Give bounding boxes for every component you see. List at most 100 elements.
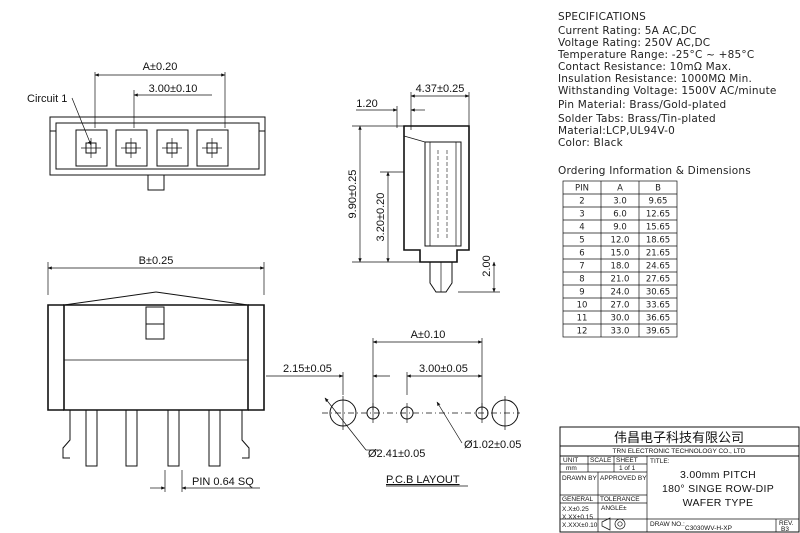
tolerance-label: TOLERANCE [600, 496, 640, 503]
top-view: A±0.20 3.00±0.10 Circuit 1 [27, 61, 266, 191]
unit-label: UNIT [563, 457, 578, 464]
front-view: B±0.25 PIN 0.64 SQ [47, 255, 265, 492]
pcb-dim-pitch-label: 3.00±0.05 [419, 363, 468, 375]
table-cell: 18.65 [646, 236, 670, 246]
pcb-dim-small-hole-label: Ø1.02±0.05 [464, 439, 521, 451]
specifications: SPECIFICATIONS Current Rating: 5A AC,DC … [557, 11, 777, 149]
table-cell: 3.0 [613, 197, 627, 207]
pcb-layout-title: P.C.B LAYOUT [386, 474, 460, 486]
tolerance-1: X.XX±0.15 [562, 514, 593, 521]
table-cell: 12.65 [646, 210, 670, 220]
side-dim-height-label: 9.90±0.25 [347, 170, 359, 219]
table-cell: 18.0 [611, 262, 630, 272]
table-cell: 36.65 [646, 314, 670, 324]
title-line-1: 180° SINGE ROW-DIP [662, 483, 774, 495]
table-cell: 33.0 [611, 327, 630, 337]
pcb-layout: A±0.10 2.15±0.05 3.00±0.05 Ø2.41±0.05 Ø1… [266, 329, 521, 487]
table-cell: 3 [579, 210, 584, 220]
table-cell: 15.0 [611, 249, 630, 259]
table-cell: 12 [577, 327, 588, 337]
circuit-1-label: Circuit 1 [27, 93, 67, 105]
front-pin-label: PIN 0.64 SQ [192, 476, 254, 488]
table-cell: 10 [577, 301, 588, 311]
spec-heading: SPECIFICATIONS [558, 11, 646, 23]
table-cell: 5 [579, 236, 584, 246]
table-cell: 30.0 [611, 314, 630, 324]
sheet-value: 1 of 1 [619, 465, 636, 472]
unit-value: mm [566, 465, 577, 472]
side-dim-offset-label: 1.20 [356, 98, 377, 110]
spec-line-7: Solder Tabs: Brass/Tin-plated [558, 113, 716, 125]
title-block: 伟昌电子科技有限公司 TRN ELECTRONIC TECHNOLOGY CO.… [559, 426, 800, 533]
draw-no-label: DRAW NO.: [650, 521, 685, 528]
front-dim-b-label: B±0.25 [139, 255, 174, 267]
ordering-heading: Ordering Information & Dimensions [558, 165, 751, 177]
pcb-dim-edge-label: 2.15±0.05 [283, 363, 332, 375]
title-label: TITLE: [650, 458, 670, 465]
top-latch [147, 174, 165, 191]
spec-line-0: Current Rating: 5A AC,DC [558, 25, 697, 37]
table-cell: 15.65 [646, 223, 670, 233]
front-left-flange [47, 304, 64, 411]
table-cell: 8 [579, 275, 584, 285]
table-cell: 21.65 [646, 249, 670, 259]
top-dim-a-label: A±0.20 [143, 61, 178, 73]
spec-line-9: Color: Black [558, 137, 624, 149]
table-cell: 2 [579, 197, 584, 207]
table-cell: 24.65 [646, 262, 670, 272]
spec-line-6: Pin Material: Brass/Gold-plated [558, 99, 726, 111]
title-line-0: 3.00mm PITCH [680, 469, 756, 481]
side-dim-inner-label: 3.20±0.20 [375, 193, 387, 242]
table-cell: 4 [579, 223, 584, 233]
table-header-2: B [655, 184, 661, 194]
table-cell: 9 [579, 288, 584, 298]
table-cell: 9.0 [613, 223, 627, 233]
table-cell: 7 [579, 262, 584, 272]
angle-label: ANGLE± [601, 505, 627, 512]
table-header-1: A [617, 184, 623, 194]
front-housing [63, 304, 249, 411]
draw-no-value: C3030WV-H-XP [685, 525, 732, 532]
table-cell: 6 [579, 249, 584, 259]
table-cell: 30.65 [646, 288, 670, 298]
company-name-en: TRN ELECTRONIC TECHNOLOGY CO., LTD [613, 448, 746, 455]
spec-line-2: Temperature Range: -25°C ~ +85°C [557, 49, 754, 61]
table-cell: 9.65 [649, 197, 668, 207]
front-latch [145, 306, 165, 340]
table-cell: 27.0 [611, 301, 630, 311]
pcb-holes [322, 396, 520, 430]
scale-label: SCALE [590, 457, 612, 464]
spec-line-5: Withstanding Voltage: 1500V AC/minute [558, 85, 777, 97]
side-dim-pin-label: 2.00 [481, 255, 493, 276]
spec-line-3: Contact Resistance: 10mΩ Max. [558, 61, 731, 73]
ordering-table: Ordering Information & Dimensions PIN A B 2… [558, 165, 751, 338]
side-body [403, 125, 470, 263]
table-header-0: PIN [575, 184, 589, 194]
table-cell: 11 [577, 314, 588, 324]
pcb-dim-a-label: A±0.10 [411, 329, 446, 341]
table-cell: 21.0 [611, 275, 630, 285]
rev-label: REV. [779, 520, 794, 527]
general-label: GENERAL [562, 496, 593, 503]
company-name-cn: 伟昌电子科技有限公司 [614, 431, 744, 446]
side-view: 4.37±0.25 1.20 9.90±0.25 3.20±0.20 2.00 [347, 83, 500, 293]
side-dim-width-label: 4.37±0.25 [416, 83, 465, 95]
front-pins [62, 409, 250, 467]
pcb-dim-big-hole-label: Ø2.41±0.05 [368, 448, 425, 460]
tolerance-2: X.XXX±0.10 [562, 522, 598, 529]
sheet-label: SHEET [616, 457, 638, 464]
table-cell: 39.65 [646, 327, 670, 337]
top-cavities [75, 129, 229, 167]
projection-symbol-icon [601, 517, 626, 531]
top-dim-pitch-label: 3.00±0.10 [149, 83, 198, 95]
table-cell: 12.0 [611, 236, 630, 246]
table-cell: 33.65 [646, 301, 670, 311]
rev-value: B3 [781, 526, 789, 533]
title-line-2: WAFER TYPE [683, 497, 754, 509]
table-cell: 27.65 [646, 275, 670, 285]
spec-line-8: Material:LCP,UL94V-0 [558, 125, 675, 137]
table-cell: 6.0 [613, 210, 627, 220]
tolerance-0: X.X±0.25 [562, 506, 589, 513]
approved-by-label: APPROVED BY [600, 475, 647, 482]
